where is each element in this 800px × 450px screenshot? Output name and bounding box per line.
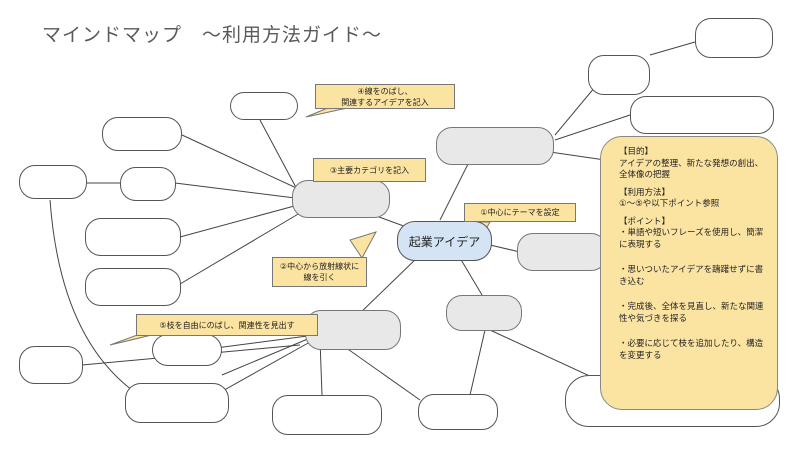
idea-node bbox=[272, 395, 382, 435]
point-item: ・完成後、全体を見直し、新たな関連性や気づきを探る bbox=[619, 302, 764, 324]
center-label: 起業アイデア bbox=[408, 234, 481, 249]
callout-line: ④線をのばし、 bbox=[357, 86, 413, 96]
idea-node bbox=[230, 92, 298, 120]
idea-node bbox=[125, 383, 229, 423]
callout-extend-lines: ④線をのばし、 関連するアイデアを記入 bbox=[315, 84, 455, 109]
page-title: マインドマップ ～利用方法ガイド～ bbox=[42, 24, 383, 46]
idea-node bbox=[85, 268, 181, 306]
callout-line: ②中心から放射線状に bbox=[279, 262, 360, 271]
callout-line: ①中心にテーマを設定 bbox=[480, 208, 560, 217]
callout-line: 線を引く bbox=[303, 273, 336, 282]
idea-node bbox=[19, 165, 87, 199]
idea-node bbox=[85, 218, 181, 256]
idea-node bbox=[588, 55, 650, 95]
category-node bbox=[517, 233, 607, 271]
point-item: ・必要に応じて枝を追加したり、構造を変更する bbox=[619, 339, 764, 361]
center-node: 起業アイデア bbox=[397, 221, 492, 261]
guide-panel: 【目的】 アイデアの整理、新たな発想の創出、全体像の把握 【利用方法】 ①～⑤や… bbox=[600, 136, 778, 410]
category-node bbox=[436, 127, 554, 165]
purpose-text: アイデアの整理、新たな発想の創出、全体像の把握 bbox=[619, 158, 764, 181]
point-item: ・思いついたアイデアを躊躇せずに書き込む bbox=[619, 265, 764, 287]
idea-node bbox=[418, 394, 498, 430]
usage-heading: 【利用方法】 bbox=[619, 187, 671, 198]
points-heading: 【ポイント】 bbox=[619, 216, 671, 227]
idea-node bbox=[120, 167, 176, 201]
purpose-heading: 【目的】 bbox=[619, 147, 654, 157]
callout-free-branches: ⑤枝を自由にのばし、関連性を見出す bbox=[136, 314, 318, 336]
idea-node bbox=[630, 96, 774, 134]
idea-node bbox=[19, 346, 83, 384]
idea-node bbox=[695, 18, 773, 58]
point-item: ・単語や短いフレーズを使用し、簡潔に表現する bbox=[619, 228, 764, 250]
callout-line: 関連するアイデアを記入 bbox=[341, 97, 429, 107]
callout-draw-lines: ②中心から放射線状に 線を引く bbox=[272, 257, 367, 287]
idea-node bbox=[102, 117, 182, 151]
callout-line: ③主要カテゴリを記入 bbox=[329, 165, 410, 175]
idea-node bbox=[152, 334, 222, 366]
usage-text: ①～⑤や以下ポイント参照 bbox=[619, 199, 720, 209]
callout-line: ⑤枝を自由にのばし、関連性を見出す bbox=[159, 320, 295, 330]
callout-set-theme: ①中心にテーマを設定 bbox=[464, 203, 576, 222]
callout-main-category: ③主要カテゴリを記入 bbox=[313, 158, 426, 182]
category-node bbox=[292, 180, 390, 218]
category-node bbox=[446, 295, 522, 331]
category-node bbox=[305, 310, 401, 350]
